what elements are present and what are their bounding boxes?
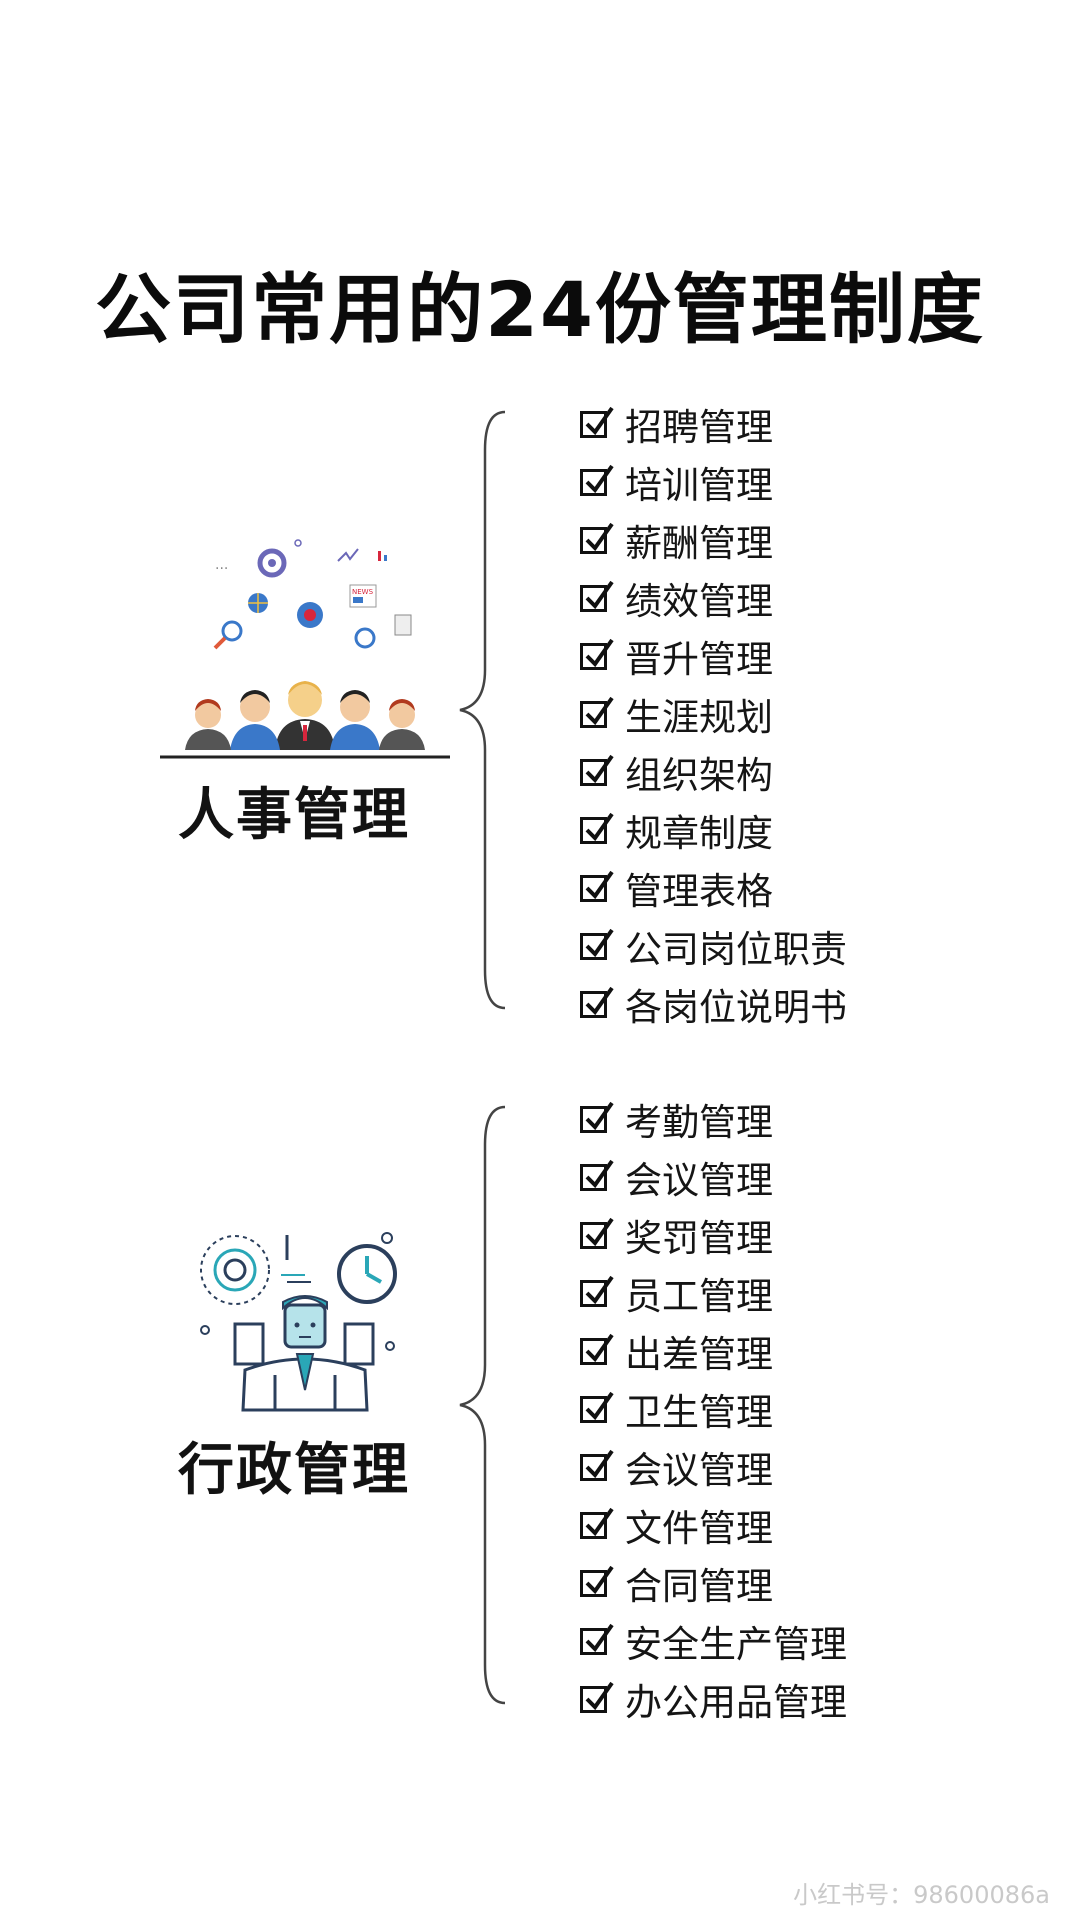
- checkbox-icon: [580, 464, 614, 496]
- list-item: 薪酬管理: [580, 511, 847, 569]
- admin-person-illustration: [195, 1230, 415, 1420]
- list-item: 会议管理: [580, 1438, 847, 1496]
- list-item: 招聘管理: [580, 395, 847, 453]
- page-title: 公司常用的24份管理制度: [95, 265, 985, 354]
- hr-section: ··· NEWS: [0, 395, 1080, 1029]
- list-item: 文件管理: [580, 1496, 847, 1554]
- list-item: 生涯规划: [580, 685, 847, 743]
- checkbox-icon: [580, 522, 614, 554]
- checkbox-icon: [580, 696, 614, 728]
- checkbox-icon: [580, 1275, 614, 1307]
- list-item: 管理表格: [580, 859, 847, 917]
- checkbox-icon: [580, 1623, 614, 1655]
- checkbox-icon: [580, 1507, 614, 1539]
- list-item: 出差管理: [580, 1322, 847, 1380]
- svg-text:···: ···: [215, 561, 228, 577]
- svg-text:NEWS: NEWS: [352, 588, 374, 596]
- watermark-text: 小红书号：98600086a: [793, 1881, 1050, 1909]
- checkbox-icon: [580, 1391, 614, 1423]
- hr-section-label: 人事管理: [178, 783, 410, 848]
- checkbox-icon: [580, 986, 614, 1018]
- list-item: 卫生管理: [580, 1380, 847, 1438]
- list-item: 考勤管理: [580, 1090, 847, 1148]
- checkbox-icon: [580, 638, 614, 670]
- list-item: 公司岗位职责: [580, 917, 847, 975]
- checkbox-icon: [580, 1565, 614, 1597]
- list-item: 员工管理: [580, 1264, 847, 1322]
- list-item: 各岗位说明书: [580, 975, 847, 1033]
- admin-section-label: 行政管理: [178, 1438, 410, 1503]
- list-item: 会议管理: [580, 1148, 847, 1206]
- hr-team-illustration: ··· NEWS: [160, 535, 450, 765]
- admin-section-brace: [459, 1105, 506, 1705]
- admin-policy-list: 考勤管理 会议管理 奖罚管理 员工管理 出差管理 卫生管理 会议管理 文件管理 …: [580, 1090, 847, 1728]
- checkbox-icon: [580, 928, 614, 960]
- checkbox-icon: [580, 1101, 614, 1133]
- checkbox-icon: [580, 1217, 614, 1249]
- checkbox-icon: [580, 812, 614, 844]
- checkbox-icon: [580, 754, 614, 786]
- list-item: 办公用品管理: [580, 1670, 847, 1728]
- list-item: 奖罚管理: [580, 1206, 847, 1264]
- checkbox-icon: [580, 406, 614, 438]
- checkbox-icon: [580, 1681, 614, 1713]
- list-item: 绩效管理: [580, 569, 847, 627]
- hr-policy-list: 招聘管理 培训管理 薪酬管理 绩效管理 晋升管理 生涯规划 组织架构 规章制度 …: [580, 395, 847, 1033]
- list-item: 培训管理: [580, 453, 847, 511]
- list-item: 合同管理: [580, 1554, 847, 1612]
- admin-section: 行政管理 考勤管理 会议管理 奖罚管理 员工管理 出差管理 卫生管理 会议管理 …: [0, 1090, 1080, 1724]
- checkbox-icon: [580, 580, 614, 612]
- list-item: 安全生产管理: [580, 1612, 847, 1670]
- list-item: 规章制度: [580, 801, 847, 859]
- checkbox-icon: [580, 1449, 614, 1481]
- checkbox-icon: [580, 870, 614, 902]
- list-item: 组织架构: [580, 743, 847, 801]
- checkbox-icon: [580, 1159, 614, 1191]
- hr-section-brace: [459, 410, 506, 1010]
- checkbox-icon: [580, 1333, 614, 1365]
- list-item: 晋升管理: [580, 627, 847, 685]
